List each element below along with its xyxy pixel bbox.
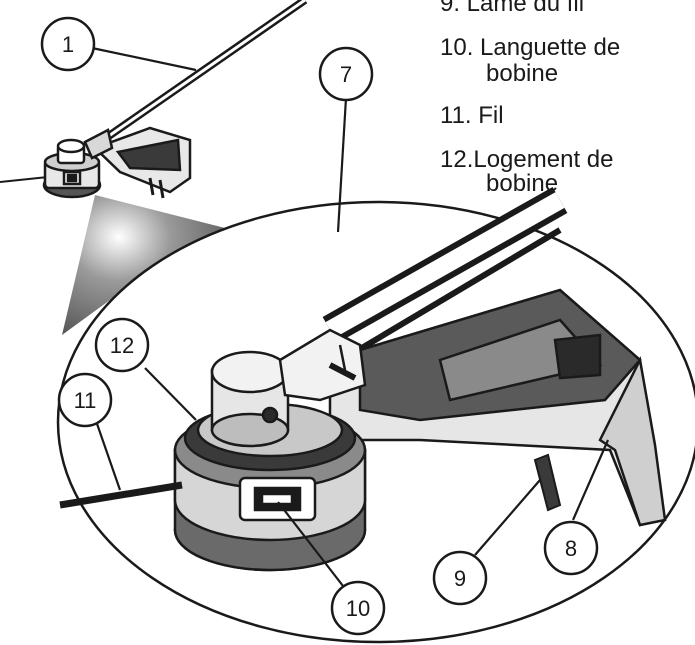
callout-9: 9 xyxy=(432,550,488,606)
small-trimmer xyxy=(0,0,308,199)
callout-12: 12 xyxy=(94,317,150,373)
legend-item-9: 9. Lame du fil xyxy=(440,0,585,17)
trimmer-shaft xyxy=(322,186,568,358)
callout-9-label: 9 xyxy=(454,566,466,591)
spool-tab xyxy=(238,476,317,522)
legend-item-11: 11. Fil xyxy=(440,102,504,129)
shaft-clamp xyxy=(278,328,367,402)
line-blade xyxy=(533,453,562,512)
callout-10: 10 xyxy=(330,580,386,636)
legend-item-10-cont: bobine xyxy=(486,60,559,87)
legend-item-12: 12.Logement de xyxy=(440,146,614,173)
callout-1: 1 xyxy=(40,16,96,72)
callout-11: 11 xyxy=(57,372,113,428)
spool-housing xyxy=(173,350,367,572)
callout-8-label: 8 xyxy=(565,536,577,561)
callout-8: 8 xyxy=(543,520,599,576)
callout-11-label: 11 xyxy=(74,388,97,413)
trimmer-line xyxy=(59,481,183,509)
legend-item-12-cont: bobine xyxy=(486,170,559,197)
zoom-beam xyxy=(62,195,225,335)
callout-7: 7 xyxy=(318,46,374,102)
callout-12-label: 12 xyxy=(110,333,134,358)
legend-item-10: 10. Languette de xyxy=(440,34,621,61)
callout-1-label: 1 xyxy=(62,32,74,57)
callout-7-label: 7 xyxy=(340,62,352,87)
callout-10-label: 10 xyxy=(346,596,370,621)
leader-lines xyxy=(91,46,610,596)
trimmer-guard xyxy=(328,288,667,527)
